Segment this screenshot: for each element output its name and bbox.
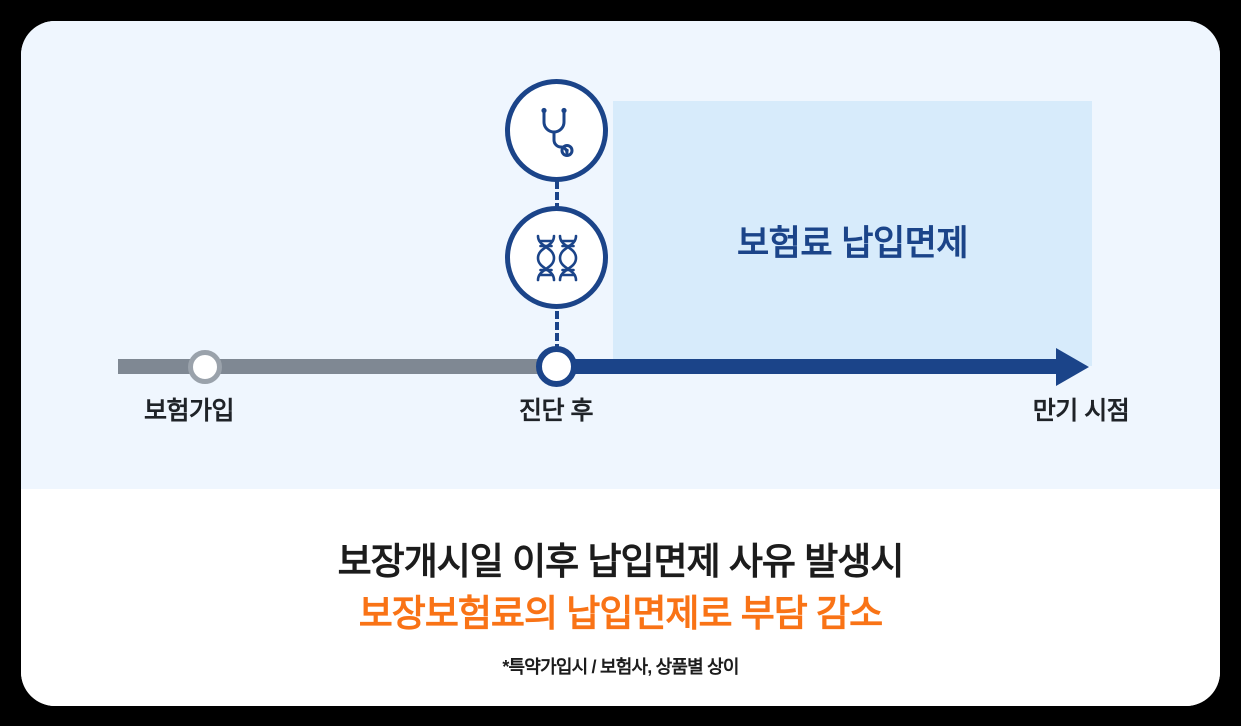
- timeline-arrow-icon: [1056, 348, 1089, 386]
- caption-block: 보장개시일 이후 납입면제 사유 발생시 보장보험료의 납입면제로 부담 감소 …: [21, 489, 1220, 706]
- premium-waiver-label: 보험료 납입면제: [736, 224, 969, 263]
- infographic-card: 보험료 납입면제: [21, 21, 1220, 706]
- stethoscope-icon: [505, 79, 608, 182]
- premium-waiver-highlight-band: [613, 101, 1092, 366]
- timeline-axis: [21, 345, 1220, 405]
- caption-subheadline: 보장보험료의 납입면제로 부담 감소: [358, 593, 883, 635]
- caption-headline: 보장개시일 이후 납입면제 사유 발생시: [337, 541, 905, 582]
- timeline-panel: 보험료 납입면제: [21, 21, 1220, 489]
- dashed-connector-lower: [555, 311, 559, 363]
- caption-footnote: *특약가입시 / 보험사, 상품별 상이: [502, 656, 739, 677]
- dna-icon: [505, 206, 608, 309]
- timeline-label-insurance-signup: 보험가입: [143, 397, 235, 425]
- timeline-label-maturity-point: 만기 시점: [1032, 397, 1130, 425]
- timeline-label-after-diagnosis: 진단 후: [519, 397, 593, 425]
- timeline-node-after-diagnosis: [536, 346, 577, 387]
- timeline-segment-after: [556, 359, 1064, 374]
- dashed-connector-upper: [555, 181, 559, 211]
- timeline-node-insurance-signup: [188, 350, 222, 384]
- timeline-segment-before: [118, 359, 558, 374]
